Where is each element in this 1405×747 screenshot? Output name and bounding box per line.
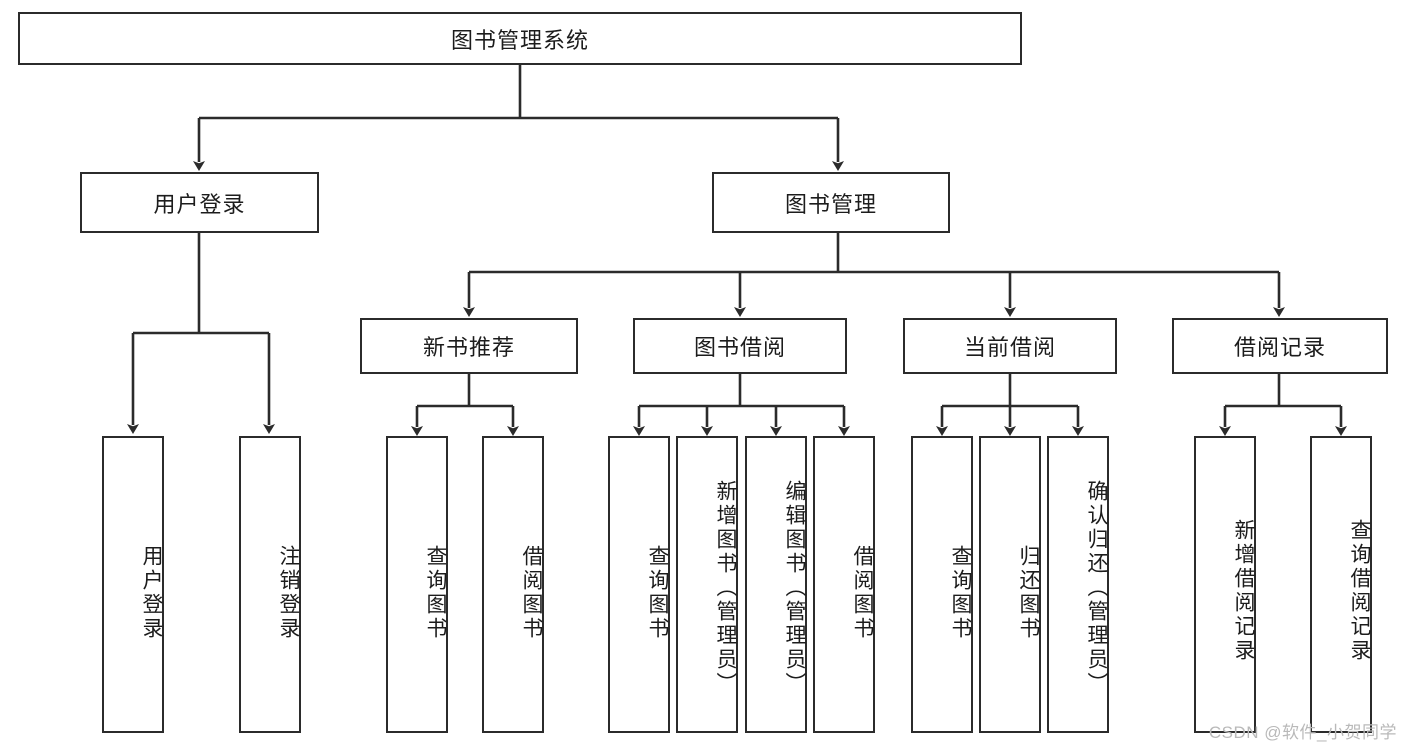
node-leaf-add-record-label: 新增借阅记录 [1232, 518, 1255, 663]
watermark-text: CSDN @软件_小贺同学 [1208, 723, 1397, 742]
node-leaf-logout-label: 注销登录 [277, 544, 300, 641]
node-book-borrow-label: 图书借阅 [693, 335, 786, 360]
node-leaf-edit-book[interactable]: 编辑图书（管理员） [745, 436, 807, 733]
node-new-book-rec[interactable]: 新书推荐 [360, 318, 578, 374]
node-leaf-add-book[interactable]: 新增图书（管理员） [676, 436, 738, 733]
node-leaf-query-record-label: 查询借阅记录 [1348, 518, 1371, 663]
node-book-borrow[interactable]: 图书借阅 [633, 318, 847, 374]
node-leaf-confirm-return[interactable]: 确认归还（管理员） [1047, 436, 1109, 733]
node-leaf-return-book-label: 归还图书 [1017, 544, 1040, 641]
node-leaf-query-book-3[interactable]: 查询图书 [911, 436, 973, 733]
node-leaf-query-book-2-label: 查询图书 [646, 544, 669, 641]
node-root[interactable]: 图书管理系统 [18, 12, 1022, 65]
node-root-label: 图书管理系统 [450, 27, 589, 53]
node-leaf-confirm-return-label: 确认归还（管理员） [1085, 479, 1108, 696]
node-user-login[interactable]: 用户登录 [80, 172, 319, 233]
node-leaf-add-record[interactable]: 新增借阅记录 [1194, 436, 1256, 733]
node-leaf-logout[interactable]: 注销登录 [239, 436, 301, 733]
node-leaf-borrow-book-2-label: 借阅图书 [851, 544, 874, 641]
node-current-borrow[interactable]: 当前借阅 [903, 318, 1117, 374]
node-book-manage-label: 图书管理 [784, 191, 877, 217]
node-leaf-return-book[interactable]: 归还图书 [979, 436, 1041, 733]
node-current-borrow-label: 当前借阅 [963, 335, 1056, 360]
node-borrow-record-label: 借阅记录 [1233, 335, 1326, 360]
node-leaf-borrow-book-1-label: 借阅图书 [520, 544, 543, 641]
node-leaf-user-login-label: 用户登录 [140, 544, 163, 641]
node-new-book-rec-label: 新书推荐 [422, 335, 515, 360]
node-leaf-borrow-book-2[interactable]: 借阅图书 [813, 436, 875, 733]
node-leaf-borrow-book-1[interactable]: 借阅图书 [482, 436, 544, 733]
node-user-login-label: 用户登录 [153, 191, 246, 217]
node-leaf-query-book-1[interactable]: 查询图书 [386, 436, 448, 733]
node-leaf-query-book-1-label: 查询图书 [424, 544, 447, 641]
node-leaf-add-book-label: 新增图书（管理员） [714, 479, 737, 696]
node-book-manage[interactable]: 图书管理 [712, 172, 950, 233]
node-borrow-record[interactable]: 借阅记录 [1172, 318, 1388, 374]
node-leaf-edit-book-label: 编辑图书（管理员） [783, 479, 806, 696]
node-leaf-query-book-3-label: 查询图书 [949, 544, 972, 641]
node-leaf-query-record[interactable]: 查询借阅记录 [1310, 436, 1372, 733]
node-leaf-user-login[interactable]: 用户登录 [102, 436, 164, 733]
node-leaf-query-book-2[interactable]: 查询图书 [608, 436, 670, 733]
